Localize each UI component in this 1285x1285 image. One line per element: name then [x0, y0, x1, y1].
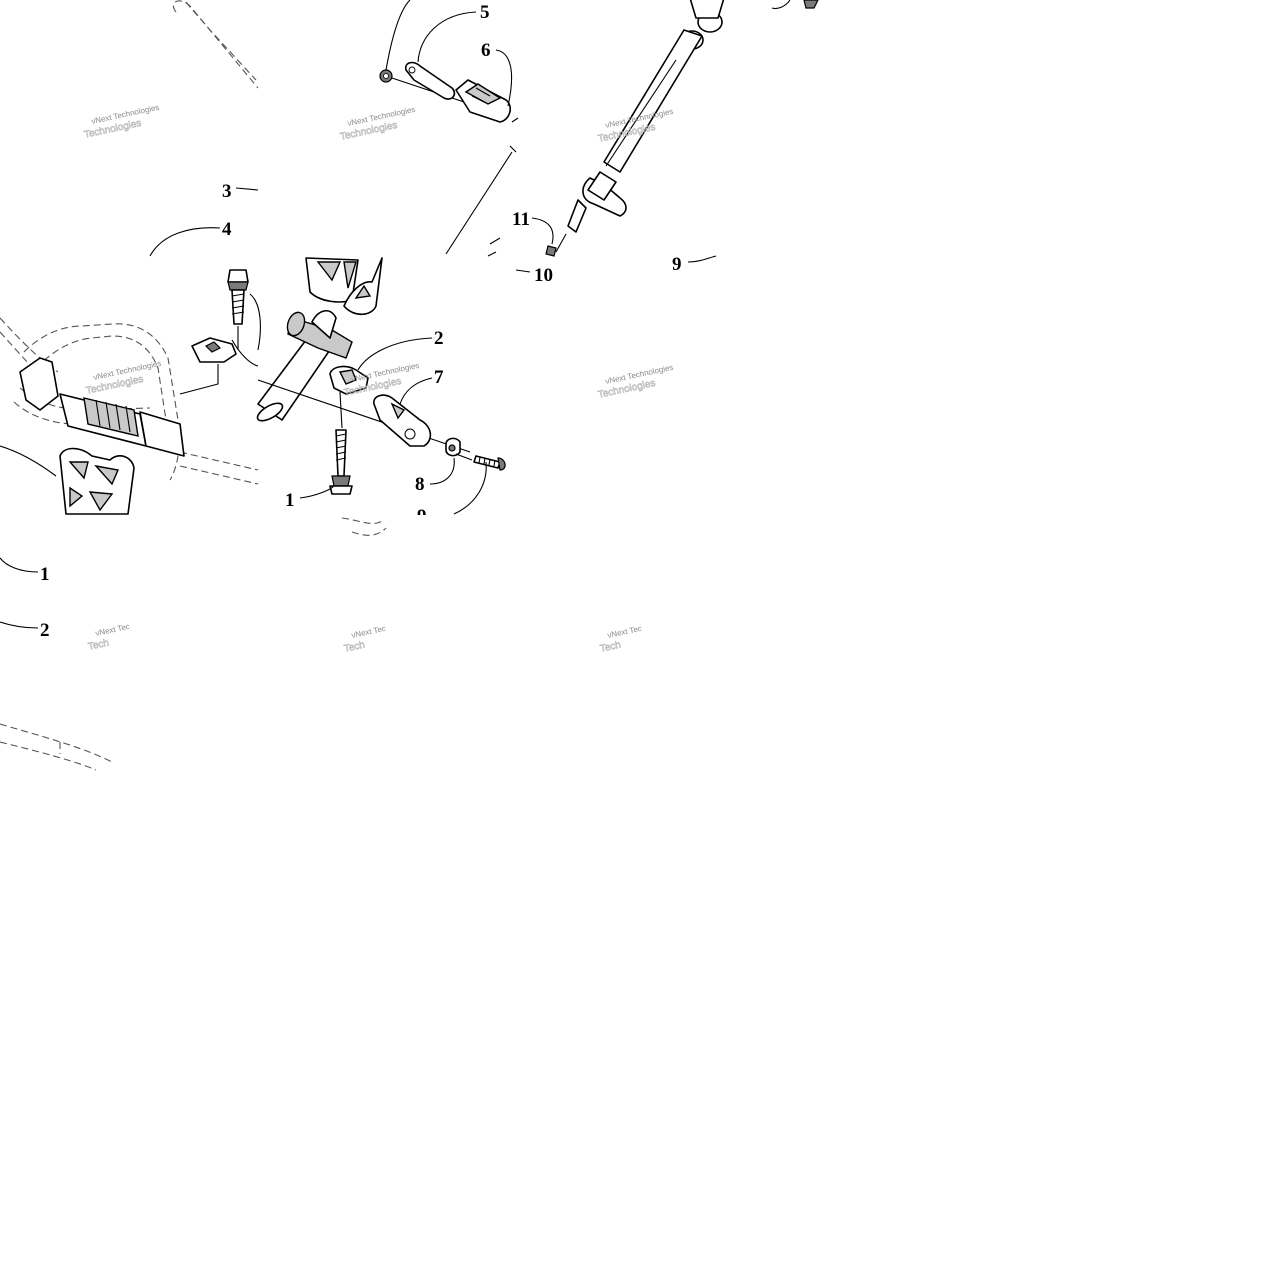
center-clamp [329, 365, 369, 495]
watermark-outline: Tech [599, 640, 622, 655]
steering-shaft [256, 310, 353, 422]
handlebar [19, 357, 185, 457]
callout-4: 4 [222, 219, 232, 240]
watermark-text: vNext Tec [95, 622, 131, 638]
lower-bracket [0, 445, 135, 515]
callout-6: 6 [481, 40, 491, 61]
watermark-outline: Tech [87, 638, 110, 653]
watermark-outline: Tech [343, 640, 366, 655]
watermark-text: vNext Tec [351, 624, 387, 640]
callout-5: 5 [480, 2, 490, 23]
clamp-assembly [379, 61, 519, 153]
column-tube [445, 151, 513, 257]
callout-1: 1 [285, 490, 295, 511]
watermark-text: vNext Tec [607, 624, 643, 640]
leader-lines [0, 0, 717, 629]
ghost-outlines [0, 0, 387, 771]
callout-10: 10 [534, 265, 553, 286]
tile-seam-mask [400, 515, 480, 529]
upper-bracket [305, 257, 383, 316]
callout-2: 2 [434, 328, 444, 349]
callout-labels: 5 6 3 4 11 10 9 2 7 8 1 9 1 2 [40, 2, 682, 641]
callout-7: 7 [434, 367, 444, 388]
tie-rod-assembly [257, 379, 506, 471]
callout-3: 3 [222, 181, 232, 202]
callout-11: 11 [512, 209, 530, 230]
callout-9: 9 [672, 254, 682, 275]
callout-2: 2 [40, 620, 50, 641]
callout-8: 8 [415, 474, 425, 495]
callout-1: 1 [40, 564, 50, 585]
left-bolt-clamp [179, 269, 249, 395]
steering-column [545, 0, 819, 257]
